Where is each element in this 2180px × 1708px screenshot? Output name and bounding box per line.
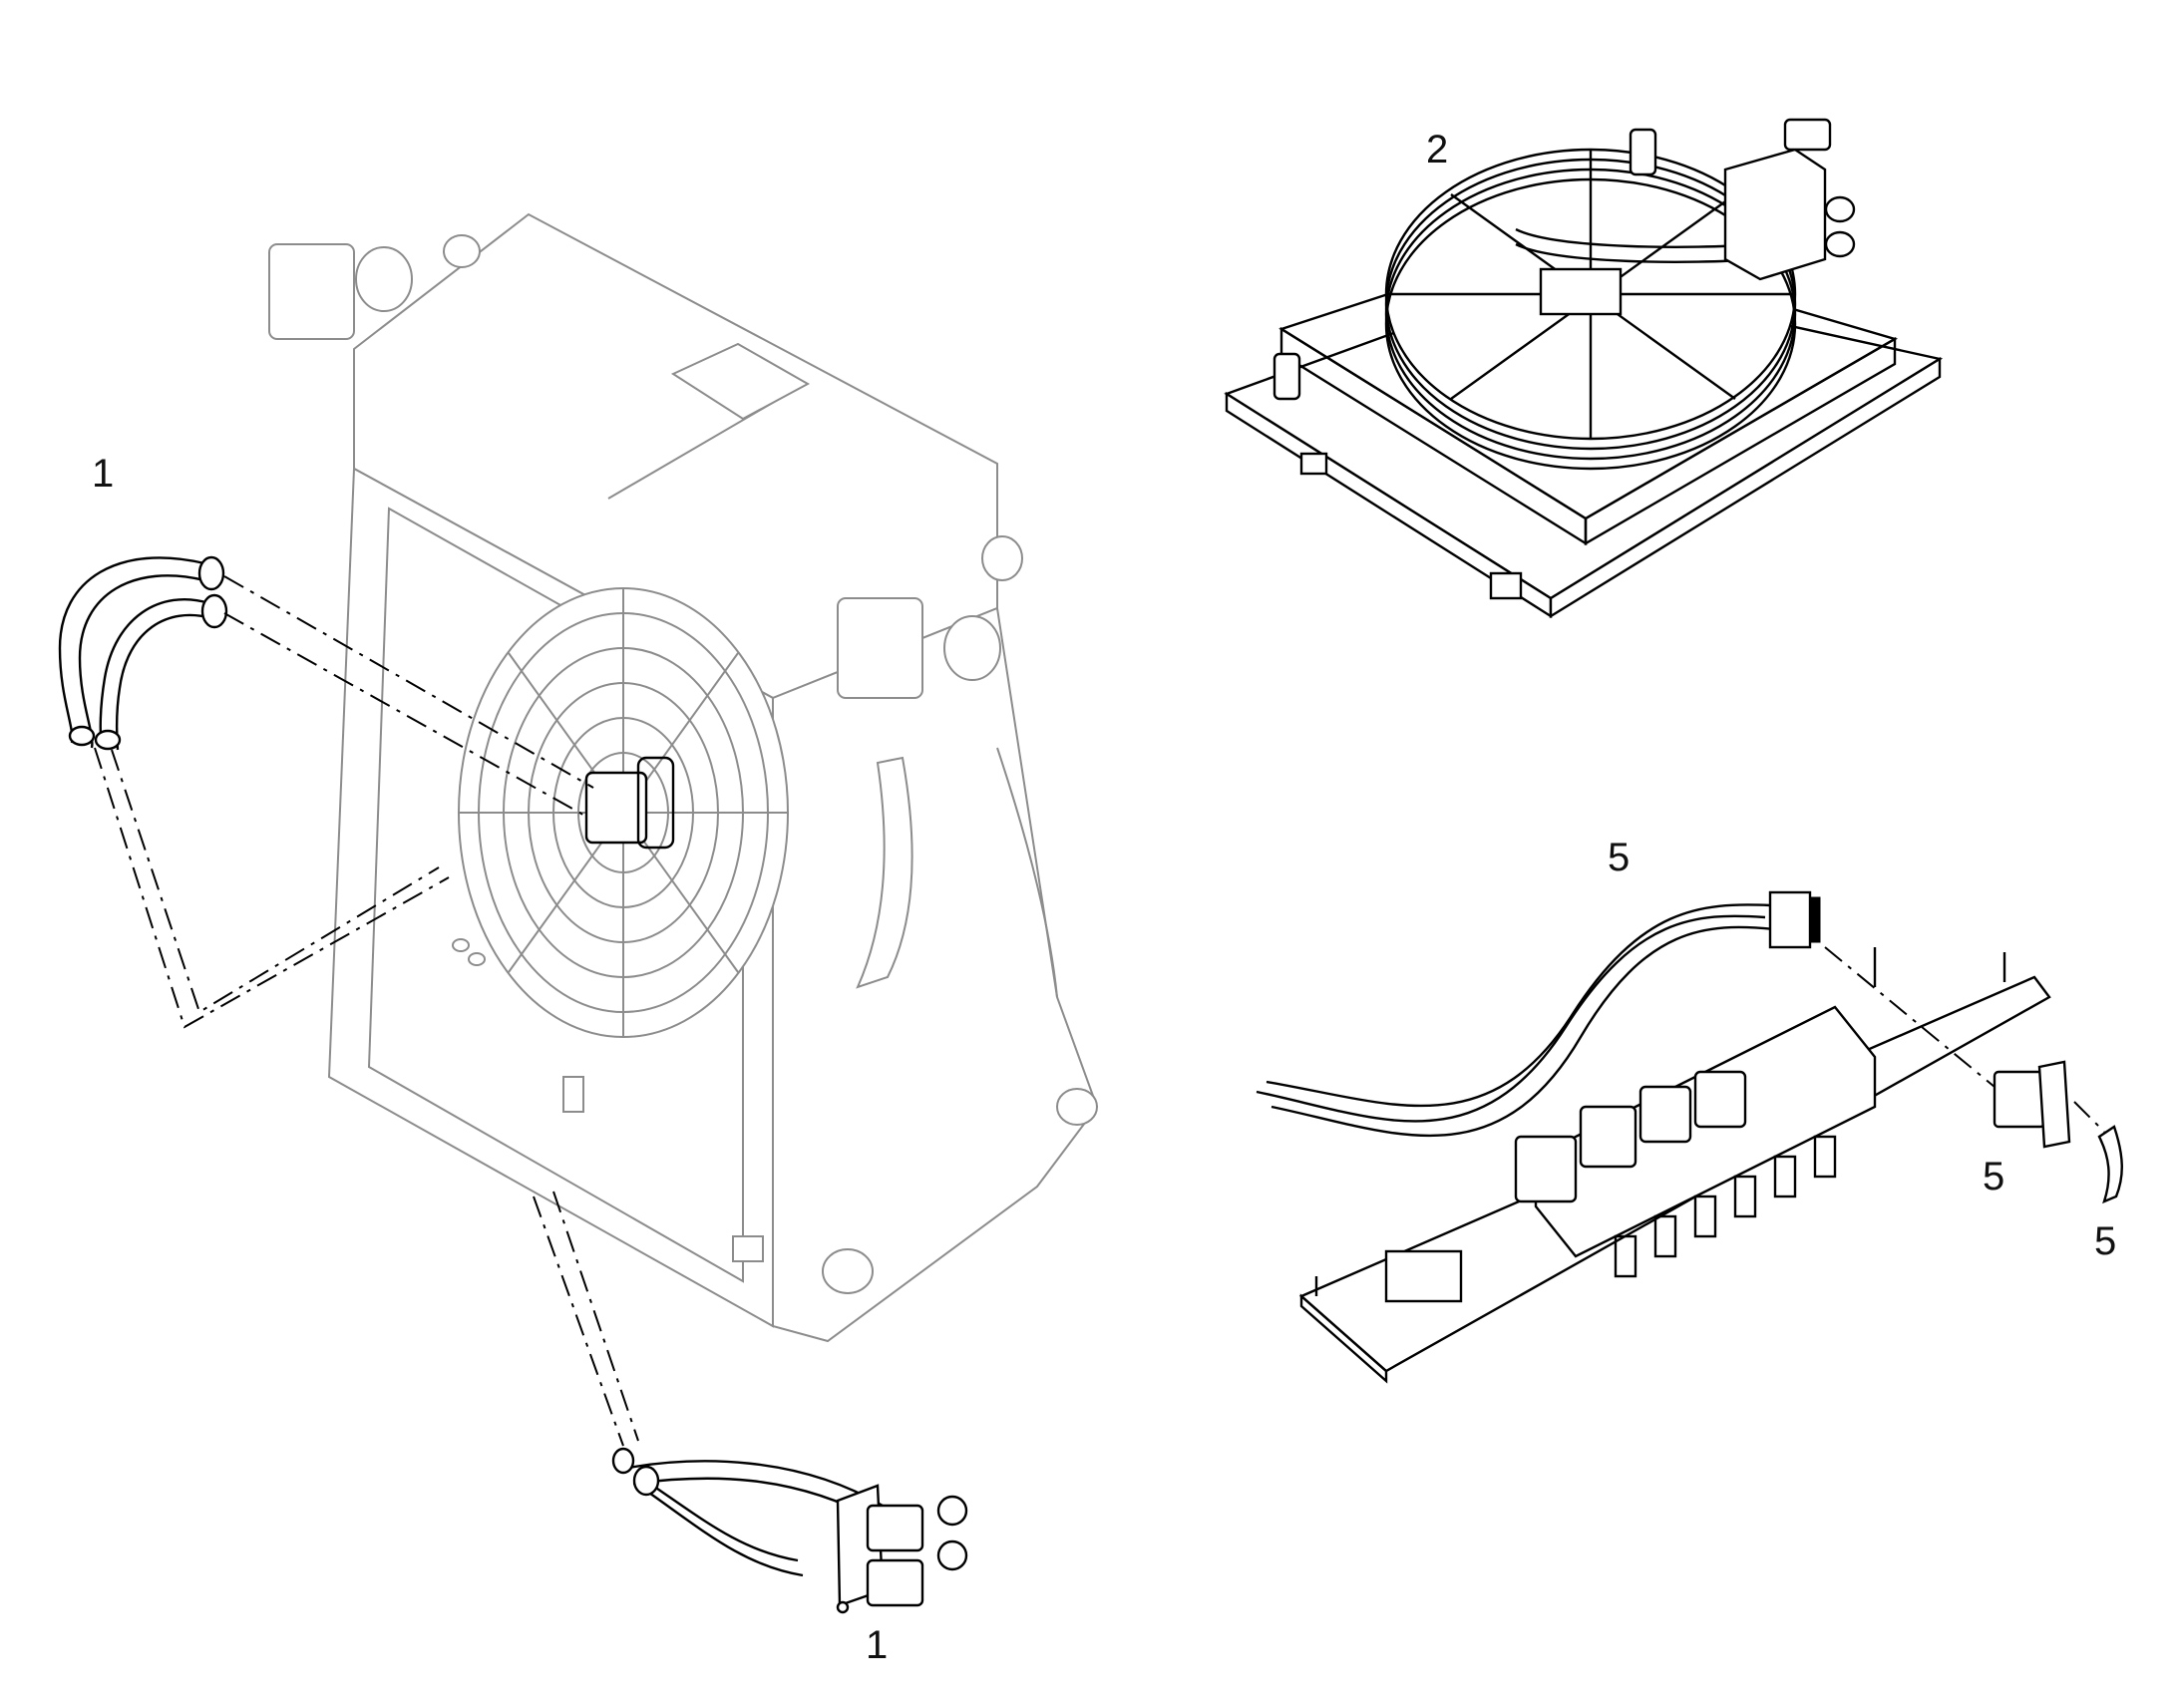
- wiring-harness: [1256, 914, 1766, 1123]
- mount-bracket-right: [837, 597, 923, 699]
- callout-hoses-upper: 1: [92, 452, 115, 496]
- console-housing: [1534, 1005, 1877, 1258]
- relay-3: [1638, 1085, 1692, 1144]
- radiator-motor: [1539, 267, 1623, 316]
- callout-cover: 5: [2094, 1219, 2117, 1263]
- hose-fitting-top-1: [197, 555, 225, 591]
- hose-outer: [58, 556, 205, 744]
- solenoid-upper: [866, 1504, 924, 1552]
- hose-fitting-top-2: [200, 593, 228, 629]
- mount-bracket-left: [268, 243, 355, 340]
- top-mounting-plate: [670, 342, 811, 421]
- assembly-leader-lines-left: [94, 575, 639, 1447]
- callout-valve-lower: 1: [866, 1623, 889, 1667]
- harness-plug: [1768, 890, 1812, 949]
- hydraulic-hoses-upper: [58, 555, 228, 751]
- relay-2: [1579, 1105, 1637, 1169]
- radiator-assembly: [1224, 118, 1944, 619]
- callout-harness: 5: [1608, 836, 1631, 879]
- callout-switch: 5: [1983, 1155, 2005, 1198]
- relay-1: [1514, 1135, 1578, 1203]
- terminal-strip: [1384, 1249, 1463, 1303]
- valve-block-lower: [611, 1447, 968, 1614]
- rocker-switch: [1993, 1070, 2046, 1129]
- callout-radiator: 2: [1426, 128, 1449, 171]
- cooler-frame-assembly: [268, 212, 1099, 1343]
- solenoid-lower: [866, 1558, 924, 1607]
- radiator-valve-block: [1723, 148, 1827, 281]
- switch-console-assembly: [1256, 890, 2123, 1384]
- switch-cover-lens: [2097, 1125, 2123, 1204]
- hose-inner: [99, 598, 210, 749]
- valve-fitting-1: [611, 1447, 635, 1475]
- frame-side-panel: [772, 606, 1099, 1343]
- relay-4: [1693, 1070, 1747, 1129]
- fan-motor: [584, 771, 648, 845]
